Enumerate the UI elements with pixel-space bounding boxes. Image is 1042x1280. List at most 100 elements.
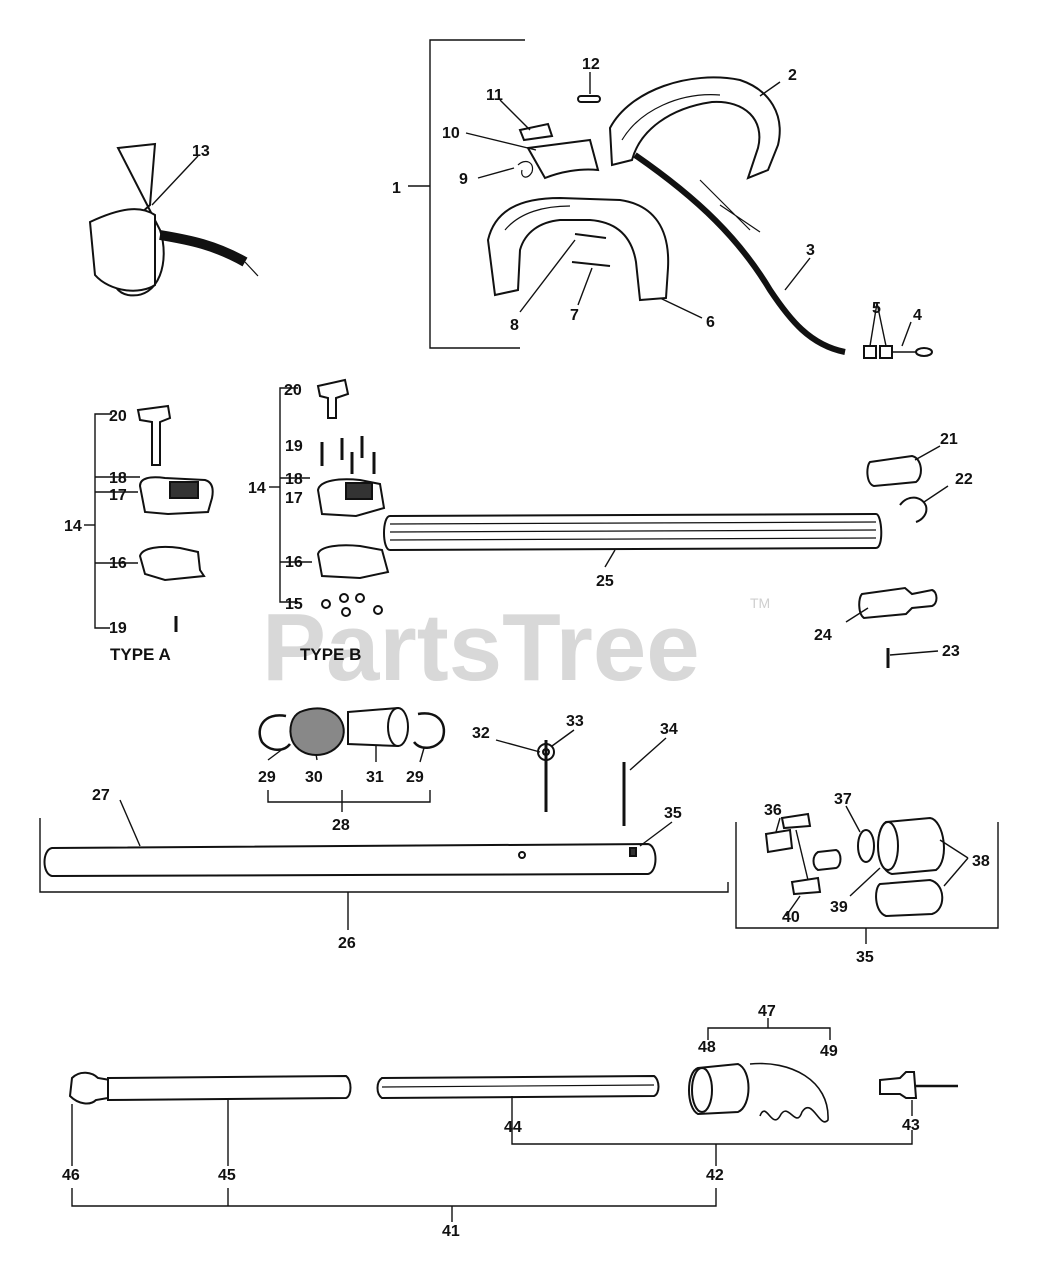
part-39-bushing[interactable] (812, 848, 842, 872)
part-44-shaft[interactable] (376, 1074, 660, 1100)
callout: 17 (109, 487, 127, 504)
part-9-spring[interactable] (517, 160, 534, 178)
part-3-wire-harness[interactable] (633, 152, 846, 355)
part-group-41 (68, 1018, 958, 1222)
part-19b-screws[interactable] (320, 436, 376, 474)
callout: 29 (406, 769, 424, 786)
part-20b-switch[interactable] (316, 378, 350, 419)
part-group-type-b (269, 378, 390, 617)
part-21-coupler[interactable] (866, 445, 941, 488)
callout: 45 (218, 1167, 236, 1184)
part-8-screw[interactable] (574, 233, 607, 239)
part-22-clip[interactable] (899, 485, 949, 523)
part-23-screw[interactable] (886, 648, 939, 668)
part-11-lever[interactable] (518, 122, 554, 142)
callout: 18 (109, 470, 127, 487)
callout: 29 (258, 769, 276, 786)
part-32-33-fastener[interactable] (495, 729, 575, 812)
part-29-ring-right[interactable] (413, 712, 446, 749)
callout: 24 (814, 627, 832, 644)
callout: 18 (285, 471, 303, 488)
part-37-o-ring[interactable] (857, 829, 875, 863)
callout: 14 (248, 480, 266, 497)
part-10-trigger[interactable] (526, 138, 600, 180)
callout: 7 (570, 307, 579, 324)
part-27-tube[interactable] (43, 799, 673, 878)
part-16a-housing[interactable] (138, 545, 206, 582)
callout: 44 (504, 1119, 522, 1136)
callout: 31 (366, 769, 384, 786)
type-a-label: TYPE A (110, 645, 171, 664)
callout: 19 (285, 438, 303, 455)
callout: 21 (940, 431, 958, 448)
callout: 3 (806, 242, 815, 259)
callout: 42 (706, 1167, 724, 1184)
part-46-end-cap[interactable] (68, 1071, 112, 1105)
callout: 35 (856, 949, 874, 966)
callout: 49 (820, 1043, 838, 1060)
part-40-clip[interactable] (790, 876, 822, 896)
callout: 46 (62, 1167, 80, 1184)
callout: 43 (902, 1117, 920, 1134)
callout: 36 (764, 802, 782, 819)
callout: 5 (872, 300, 881, 317)
callout: 37 (834, 791, 852, 808)
callout: 1 (392, 180, 401, 197)
callout: 8 (510, 317, 519, 334)
callout: 14 (64, 518, 82, 535)
callout: 27 (92, 787, 110, 804)
callout: 20 (284, 382, 302, 399)
trademark: TM (750, 595, 770, 611)
part-7-screw[interactable] (571, 261, 611, 267)
callout: 12 (582, 56, 600, 73)
part-18b-switch-block[interactable] (345, 482, 373, 500)
part-43-drive-shaft[interactable] (879, 1071, 918, 1099)
callout: 15 (285, 596, 303, 613)
part-6-handle-lower[interactable] (486, 196, 670, 302)
type-b-label: TYPE B (300, 645, 361, 664)
part-18a-switch-block[interactable] (169, 481, 199, 499)
callout: 23 (942, 643, 960, 660)
callout: 22 (955, 471, 973, 488)
part-5-connector-a[interactable] (863, 345, 877, 359)
part-2-handle-upper[interactable] (608, 76, 781, 180)
callout: 16 (285, 554, 303, 571)
part-16b-housing[interactable] (316, 544, 390, 580)
part-group-type-a (84, 404, 214, 632)
part-group-handle (408, 39, 933, 359)
callout: 39 (830, 899, 848, 916)
part-45-tube[interactable] (107, 1074, 352, 1102)
watermark: PartsTree (262, 594, 700, 701)
part-29-ring-left[interactable] (258, 714, 291, 751)
callout: 40 (782, 909, 800, 926)
callout: 32 (472, 725, 490, 742)
callout: 4 (913, 307, 922, 324)
part-15-nuts[interactable] (321, 593, 383, 617)
callout: 26 (338, 935, 356, 952)
part-24-coupler[interactable] (845, 586, 938, 623)
callout: 33 (566, 713, 584, 730)
callout: 30 (305, 769, 323, 786)
part-38-housing-lower[interactable] (875, 878, 944, 918)
callout: 25 (596, 573, 614, 590)
part-4-terminal[interactable] (915, 347, 933, 357)
part-49-spring[interactable] (749, 1062, 829, 1123)
callout: 11 (486, 87, 503, 104)
part-group-35 (735, 805, 999, 944)
part-25-tube[interactable] (383, 512, 883, 568)
part-5-connector-b[interactable] (879, 345, 893, 359)
callout: 17 (285, 490, 303, 507)
part-13-strap[interactable] (88, 142, 259, 297)
part-20a-switch[interactable] (136, 404, 172, 466)
callout: 10 (442, 125, 460, 142)
callout: 34 (660, 721, 678, 738)
part-34-screw[interactable] (622, 737, 667, 826)
callout: 41 (442, 1223, 460, 1240)
callout: 9 (459, 171, 468, 188)
part-30-bushing[interactable] (289, 707, 345, 756)
part-group-28 (258, 706, 446, 812)
callout: 48 (698, 1039, 716, 1056)
part-12-clip[interactable] (577, 95, 601, 103)
part-36-clip[interactable] (764, 828, 794, 854)
